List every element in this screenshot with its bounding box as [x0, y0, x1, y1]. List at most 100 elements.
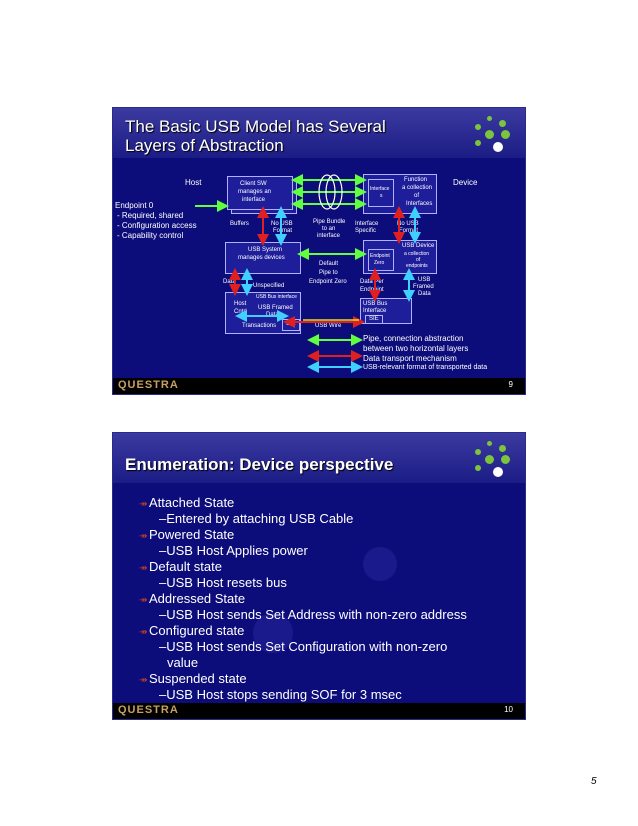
bullet-arrow-icon: ↠ [139, 531, 148, 542]
iface-specific-label-2: Specific [355, 228, 377, 234]
title-line-2: Layers of Abstraction [125, 136, 284, 155]
legend-transport-text: Data transport mechanism [363, 354, 457, 363]
title-bar: The Basic USB Model has Several Layers o… [113, 108, 525, 158]
unspecified-label: Unspecified [253, 283, 285, 289]
list-item: ↠Suspended state [139, 671, 467, 686]
slide-footer: QUESTRA 9 [113, 378, 525, 394]
config-access-label: - Configuration access [117, 221, 197, 230]
pipe-bundle-label-2: to an [322, 226, 336, 232]
interfaces-text-2: s [380, 193, 383, 199]
state-label: Suspended state [149, 671, 247, 686]
slide-title: Enumeration: Device perspective [125, 455, 394, 474]
bullet-arrow-icon: ↠ [139, 627, 148, 638]
state-label: Addressed State [149, 591, 246, 606]
client-sw-text-3: interface [242, 197, 266, 203]
pipe-bundle-label-3: interface [317, 233, 341, 239]
legend-pipe-text-1: Pipe, connection abstraction [363, 334, 464, 343]
state-detail: –USB Host resets bus [159, 575, 287, 590]
legend-format-text: USB-relevant format of transported data [363, 364, 488, 371]
background-circle [363, 547, 397, 581]
function-text-2: a collection [402, 185, 433, 191]
usb-framed-text-1: USB Framed [258, 305, 293, 311]
no-usb-format-label-2b: Format [399, 228, 419, 234]
title-bar: Enumeration: Device perspective [113, 433, 525, 483]
default-pipe-label-2: Pipe to [319, 270, 338, 276]
default-pipe-label-1: Default [319, 261, 339, 267]
iface-specific-label-1: Interface [355, 221, 379, 227]
bullet-arrow-icon: ↠ [139, 675, 148, 686]
bullet-arrow-icon: ↠ [139, 563, 148, 574]
endpoint-zero-box: Endpoint Zero [368, 249, 394, 271]
decorative-dots-icon [471, 441, 515, 485]
usb-device-text-3: of [416, 257, 421, 263]
diagram-arrows [195, 174, 421, 373]
usb-bus-interface-dev-text-1: USB Bus [363, 301, 388, 307]
sie-device-box: SIE [365, 315, 383, 324]
state-list: ↠Attached State –Entered by attaching US… [139, 495, 467, 703]
interfaces-box: Interface s [368, 179, 394, 207]
slide-enumeration-device: Enumeration: Device perspective ↠Attache… [112, 432, 526, 720]
buffers-label: Buffers [230, 221, 249, 227]
no-usb-format-label-2a: No USB [397, 221, 419, 227]
pipe-bundle-label-1: Pipe Bundle [313, 219, 346, 225]
state-label: Default state [149, 559, 222, 574]
sie-device-text: SIE [369, 316, 379, 322]
list-item: ↠Powered State [139, 527, 467, 542]
function-text-1: Function [404, 177, 428, 183]
slide-title: The Basic USB Model has Several Layers o… [125, 117, 386, 155]
state-label: Attached State [149, 495, 235, 510]
usb-bus-interface-host-text: USB Bus interface [256, 294, 297, 300]
list-item: ↠Configured state [139, 623, 467, 638]
interfaces-text-1: Interface [370, 186, 390, 192]
state-detail: –Entered by attaching USB Cable [159, 511, 354, 526]
brand-logo: QUESTRA [118, 379, 179, 391]
default-pipe-label-3: Endpoint Zero [309, 279, 347, 285]
usb-device-text-2: a collection [404, 251, 430, 257]
brand-logo: QUESTRA [118, 704, 179, 716]
usb-system-text-2: manages devices [238, 255, 285, 261]
state-label: Powered State [149, 527, 235, 542]
title-line-1: The Basic USB Model has Several [125, 117, 386, 136]
function-text-4: Interfaces [406, 201, 433, 207]
background-circle [253, 613, 293, 653]
endpoint-zero-text-1: Endpoint [370, 253, 390, 259]
state-detail-continued: value [167, 655, 199, 670]
device-label: Device [453, 178, 478, 187]
slide-footer: QUESTRA 10 [113, 703, 525, 719]
host-label: Host [185, 178, 202, 187]
client-sw-text-2: manages an [238, 189, 272, 195]
capability-label: - Capability control [117, 231, 184, 240]
list-item: ↠Default state [139, 559, 467, 574]
function-text-3: of [414, 193, 420, 199]
legend-pipe-text-2: between two horizontal layers [363, 344, 469, 353]
usb-framed-data-label-2: Framed [413, 284, 434, 290]
bullet-arrow-icon: ↠ [139, 595, 148, 606]
decorative-dots-icon [471, 116, 515, 160]
usb-framed-data-label-1: USB [418, 277, 431, 283]
usb-bus-interface-device-box: USB Bus Interface SIE [360, 298, 412, 324]
endpoint-zero-text-2: Zero [374, 260, 385, 266]
bullet-arrow-icon: ↠ [139, 499, 148, 510]
slide-basic-usb-model: The Basic USB Model has Several Layers o… [112, 107, 526, 395]
slide-number: 10 [504, 705, 513, 714]
list-item: ↠Attached State [139, 495, 467, 510]
usb-bus-interface-dev-text-2: Interface [363, 308, 387, 314]
req-shared-label: - Required, shared [117, 211, 184, 220]
usb-framed-data-label-3: Data [418, 291, 431, 297]
transactions-text: Transactions [242, 323, 277, 329]
state-detail: –USB Host Applies power [159, 543, 308, 558]
usb-device-text-4: endpoints [406, 263, 428, 269]
usb-device-text-1: USB Device [402, 243, 435, 249]
state-label: Configured state [149, 623, 245, 638]
host-cntrl-text-1: Host [234, 301, 247, 307]
state-detail: –USB Host stops sending SOF for 3 msec [159, 687, 402, 702]
slide-number: 9 [508, 380, 513, 389]
list-item: ↠Addressed State [139, 591, 467, 606]
state-detail: –USB Host sends Set Address with non-zer… [159, 607, 467, 622]
endpoint0-label: Endpoint 0 [115, 201, 154, 210]
usb-system-text-1: USB System [248, 247, 283, 253]
page-number: 5 [591, 776, 597, 787]
client-sw-box: Client SW manages an interface [227, 176, 293, 210]
state-detail: –USB Host sends Set Configuration with n… [159, 639, 448, 654]
client-sw-text-1: Client SW [240, 181, 267, 187]
